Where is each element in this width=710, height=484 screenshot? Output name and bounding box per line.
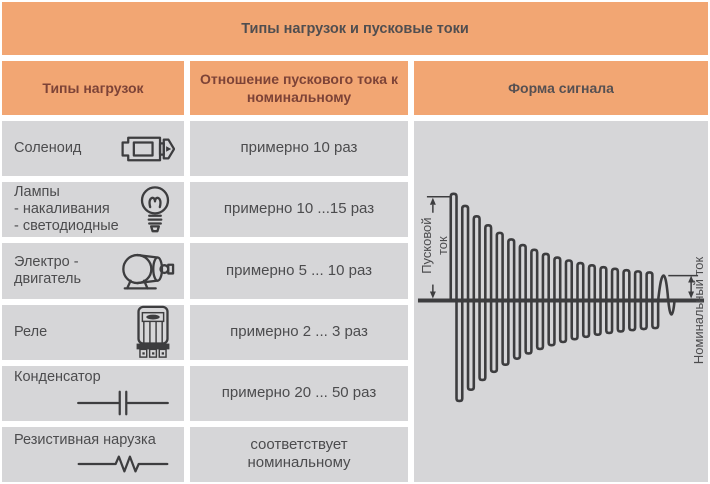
inrush-current-label-2: ток <box>435 236 450 255</box>
load-label: - накаливания <box>14 201 110 218</box>
table-row-capacitor-value: примерно 20 ... 50 раз <box>190 365 408 421</box>
load-label: двигатель <box>14 270 82 287</box>
column-header-current-ratio: Отношение пускового тока к номинальному <box>190 61 408 115</box>
load-label: Соленоид <box>14 140 82 157</box>
load-label: Реле <box>14 323 48 340</box>
table-row-relay-value: примерно 2 ... 3 раз <box>190 304 408 360</box>
table-row-relay-label: Реле <box>2 304 184 360</box>
column-header-signal-shape: Форма сигнала <box>414 61 708 115</box>
decaying-waveform-chart: Пусковой ток Номинальный ток <box>417 192 706 403</box>
load-label: Лампы <box>14 184 60 201</box>
inrush-current-label: Пусковой <box>419 218 434 274</box>
lamp-icon <box>135 184 175 236</box>
table-row-capacitor-label: Конденсатор <box>2 365 184 421</box>
load-label: - светодиодные <box>14 218 119 235</box>
table-row-lamps-label: Лампы - накаливания - светодиодные <box>2 182 184 238</box>
inrush-current-trace <box>449 192 676 403</box>
table-row-resistive-label: Резистивная нарузка <box>2 426 184 482</box>
motor-icon <box>119 250 175 292</box>
nominal-dimension: Номинальный ток <box>668 256 706 364</box>
inrush-dimension: Пусковой ток <box>419 196 450 299</box>
page-title: Типы нагрузок и пусковые токи <box>2 2 708 55</box>
column-header-load-types: Типы нагрузок <box>2 61 184 115</box>
table-row-solenoid-label: Соленоид <box>2 121 184 177</box>
nominal-current-label: Номинальный ток <box>691 256 706 364</box>
relay-icon <box>131 304 175 360</box>
capacitor-icon <box>74 389 172 417</box>
load-label: Резистивная нарузка <box>14 432 156 449</box>
resistor-icon <box>74 452 172 476</box>
load-label: Электро - <box>14 253 79 270</box>
signal-waveform-panel: Пусковой ток Номинальный ток <box>414 121 708 482</box>
table-row-solenoid-value: примерно 10 раз <box>190 121 408 177</box>
table-row-motor-label: Электро - двигатель <box>2 243 184 299</box>
solenoid-icon <box>117 131 176 167</box>
table-row-motor-value: примерно 5 ... 10 раз <box>190 243 408 299</box>
table-row-resistive-value: соответствует номинальному <box>190 426 408 482</box>
load-label: Конденсатор <box>14 369 101 386</box>
table-row-lamps-value: примерно 10 ...15 раз <box>190 182 408 238</box>
